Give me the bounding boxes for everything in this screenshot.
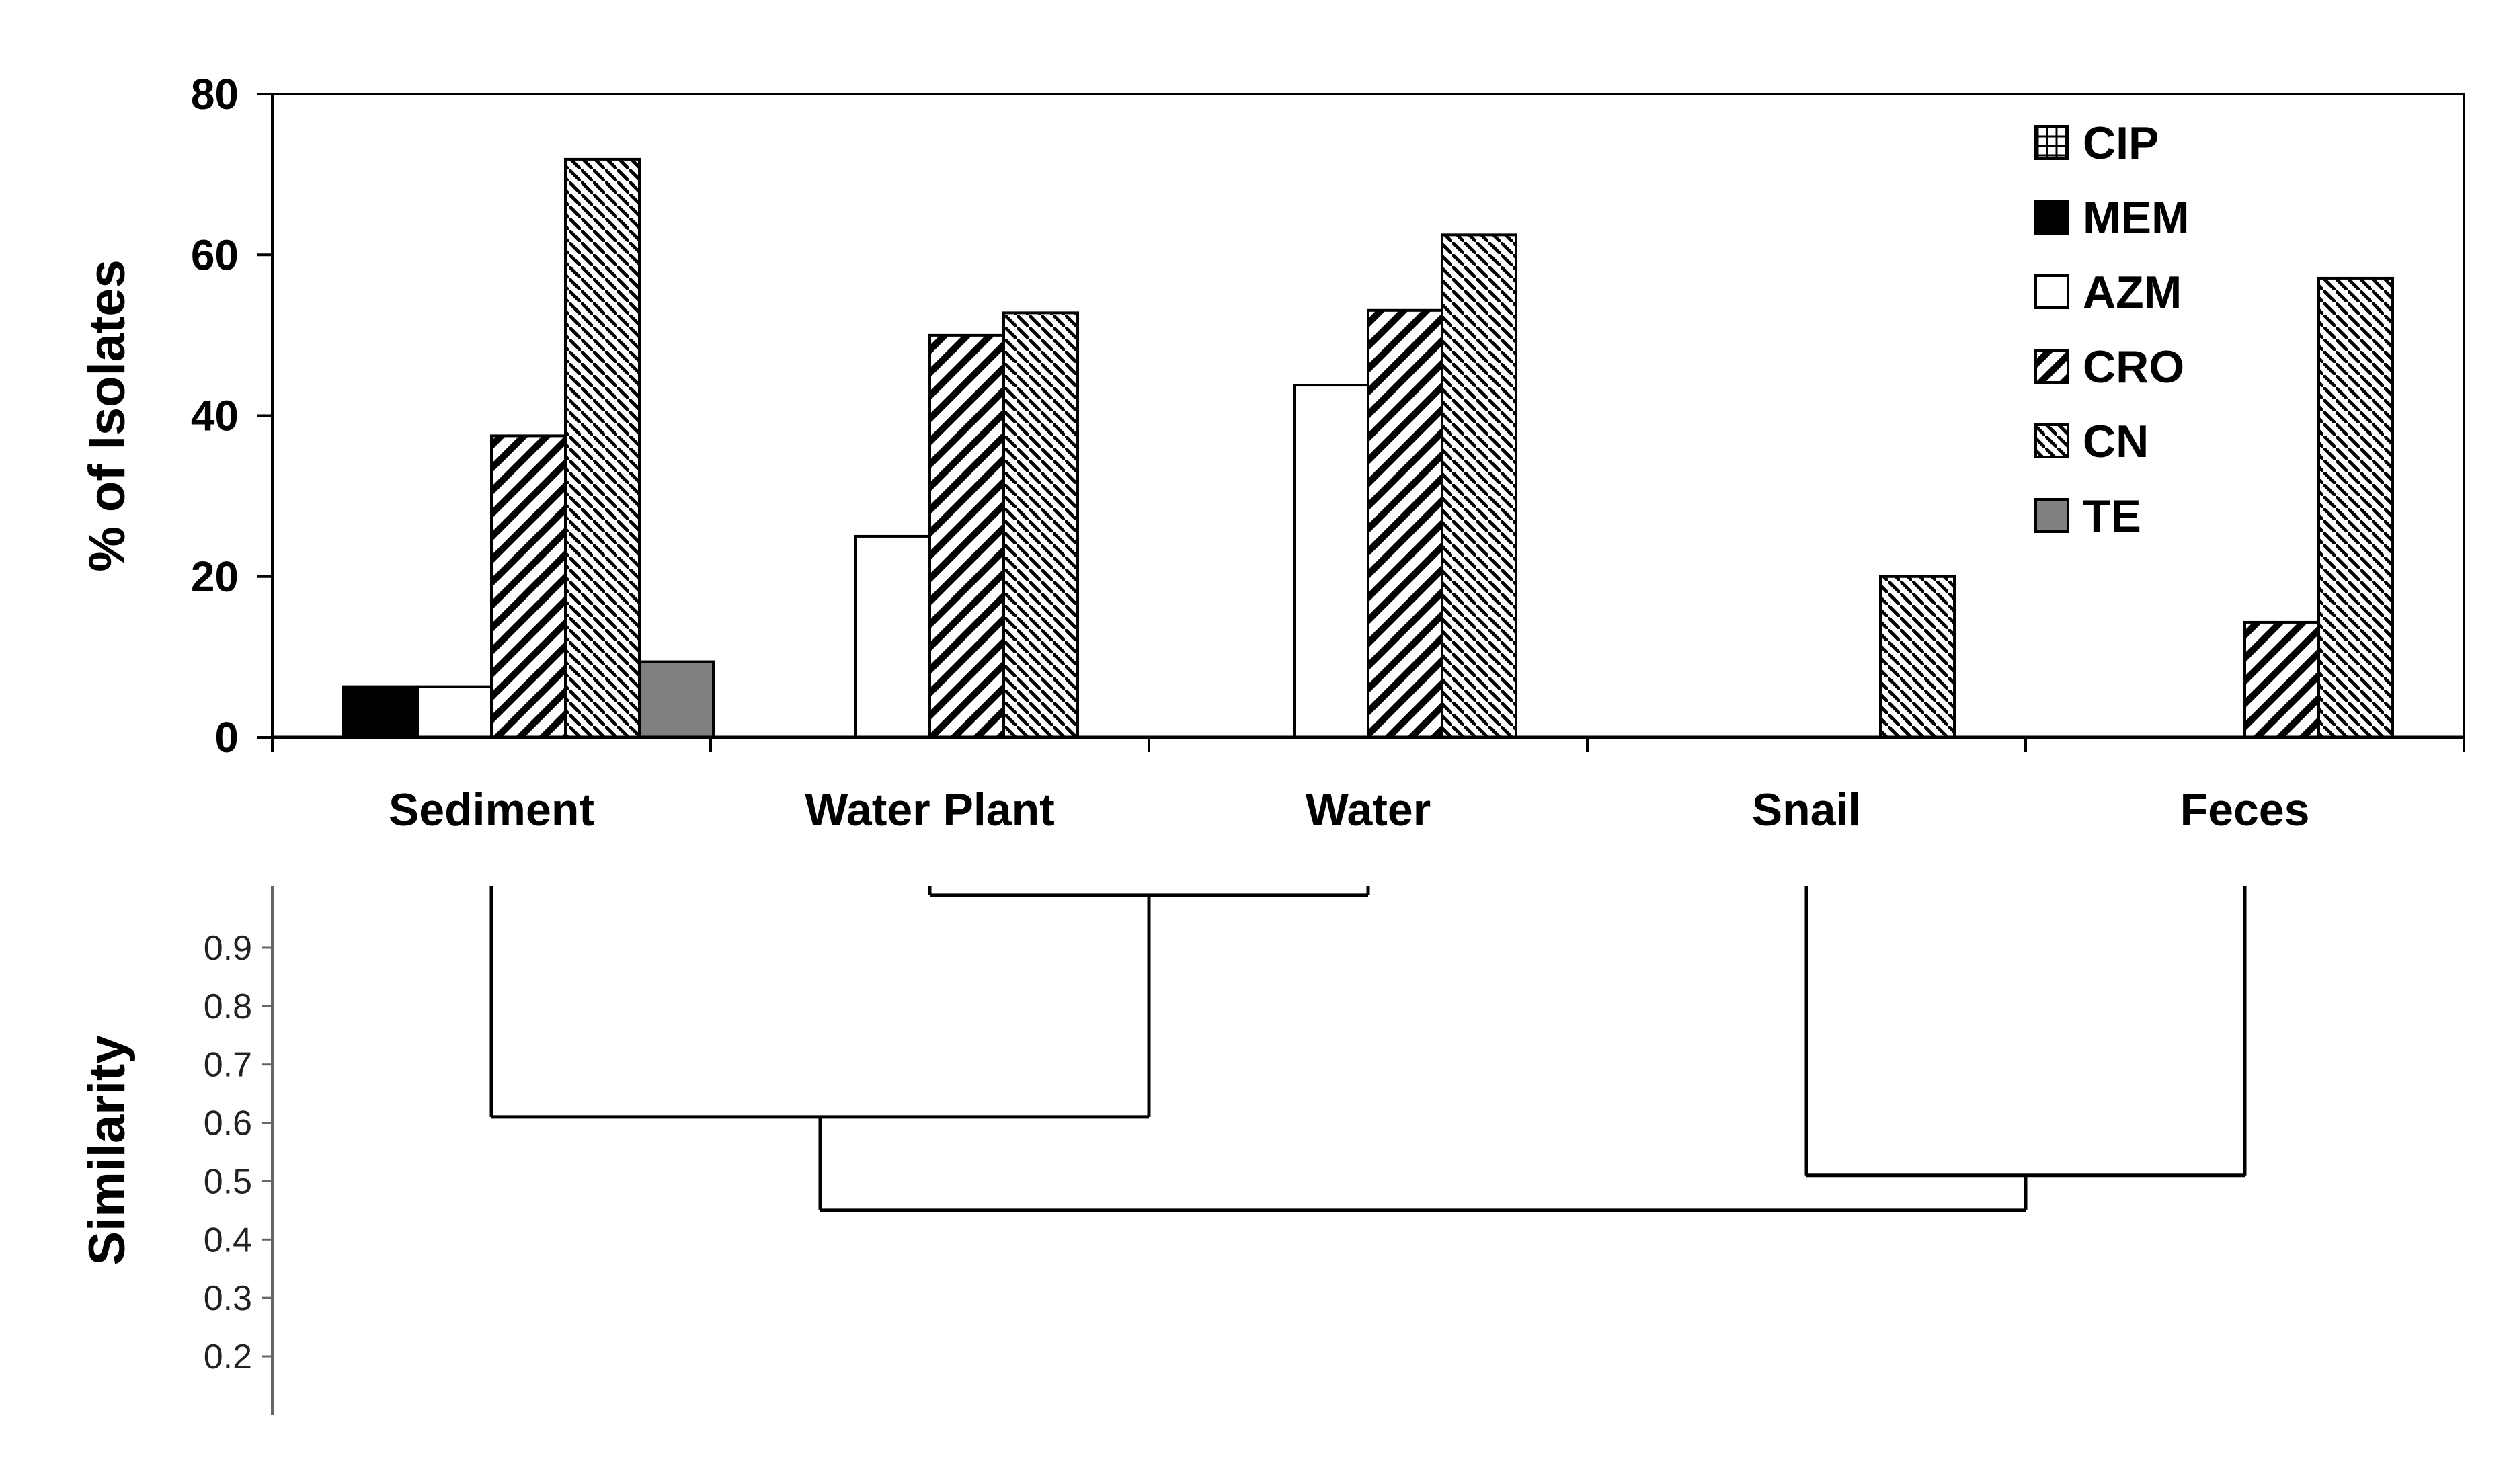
similarity-tick-label: 0.8 [204, 987, 252, 1026]
legend-swatch-azm [2034, 274, 2069, 309]
legend-swatch-cn [2034, 423, 2069, 458]
bar-azm-sediment [416, 685, 493, 739]
bar-cn-feces [2317, 276, 2394, 739]
x-tick-label-water-plant: Water Plant [805, 784, 1055, 835]
legend-swatch-cro [2034, 349, 2069, 384]
x-tick-label-sediment: Sediment [389, 784, 594, 835]
legend-label-te: TE [2083, 491, 2141, 542]
similarity-tick-label: 0.3 [204, 1279, 252, 1318]
x-tick-label-snail: Snail [1752, 784, 1862, 835]
bar-cro-sediment [490, 434, 567, 739]
similarity-tick-label: 0.2 [204, 1337, 252, 1376]
y-tick-label: 20 [191, 552, 239, 601]
y-tick-label: 40 [191, 392, 239, 440]
bar-cn-water-plant [1002, 311, 1079, 739]
x-tick-label-water: Water [1306, 784, 1431, 835]
legend-label-cro: CRO [2083, 341, 2184, 393]
similarity-tick-label: 0.6 [204, 1104, 252, 1143]
legend-label-azm: AZM [2083, 267, 2182, 318]
bar-cro-water-plant [928, 333, 1005, 739]
legend-label-cn: CN [2083, 416, 2149, 467]
bar-mem-sediment [342, 685, 419, 739]
similarity-axis-label: Similarity [79, 1035, 136, 1265]
legend-swatch-te [2034, 498, 2069, 533]
legend-swatch-mem [2034, 200, 2069, 235]
similarity-tick-label: 0.7 [204, 1046, 252, 1085]
legend-swatch-cip [2034, 125, 2069, 160]
y-tick-label: 60 [191, 231, 239, 279]
similarity-tick-label: 0.9 [204, 929, 252, 968]
bar-te-sediment [638, 660, 715, 739]
y-tick-label: 0 [214, 713, 239, 761]
similarity-tick-label: 0.5 [204, 1162, 252, 1201]
y-tick-label: 80 [191, 70, 239, 118]
x-tick-label-feces: Feces [2180, 784, 2310, 835]
legend-label-cip: CIP [2083, 118, 2159, 169]
bar-cro-feces [2243, 620, 2320, 739]
bar-cn-water [1441, 233, 1517, 739]
similarity-tick-label: 0.4 [204, 1221, 252, 1260]
bar-cn-sediment [564, 157, 641, 739]
bar-azm-water-plant [854, 534, 931, 739]
bar-cro-water [1367, 308, 1443, 739]
legend-label-mem: MEM [2083, 192, 2190, 243]
y-axis-label: % of Isolates [79, 259, 136, 572]
bar-cn-snail [1879, 575, 1956, 739]
bar-azm-water [1293, 384, 1369, 739]
